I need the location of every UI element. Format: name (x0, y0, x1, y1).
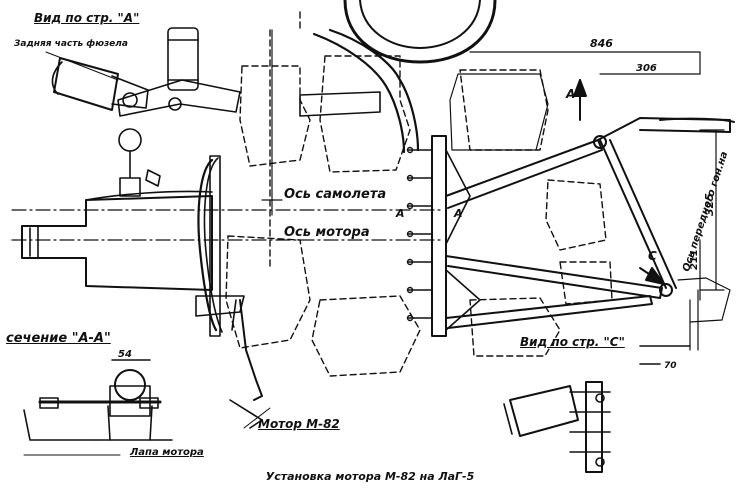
dim-846: 846 (590, 37, 613, 50)
cylinder-outlines (225, 11, 613, 377)
dim-325: 325 (703, 193, 716, 216)
dim-70: 70 (664, 361, 677, 371)
aircraft-axis-label: Ось самолета (284, 187, 387, 202)
center-parts (195, 28, 420, 429)
tail-part-label: Задняя часть фюзела (14, 39, 128, 49)
view-c-label: Вид по стр. "C" (520, 335, 625, 349)
motor-axis-label: Ось мотора (284, 225, 370, 240)
view-arrow-a (573, 79, 587, 121)
view-a-label: Вид по стр. "A" (34, 11, 140, 25)
leader-lines (23, 51, 271, 456)
marker-a1: A (396, 207, 405, 220)
upper-mount (51, 27, 241, 197)
section-aa-label: сечение "A-A" (6, 331, 111, 346)
section-aa-detail (23, 359, 173, 441)
engine-housing (21, 155, 223, 337)
dim-54: 54 (118, 349, 132, 360)
stamp (343, 0, 497, 64)
dimension-lines (261, 29, 725, 301)
arrow-a-label: A (566, 87, 576, 101)
view-c-detail (503, 345, 691, 473)
right-structure (449, 73, 731, 351)
mount-plate (406, 135, 481, 337)
view-arrow-c (639, 267, 665, 285)
dim-211: 211 (689, 249, 700, 270)
drawing-caption: Установка мотора М-82 на ЛаГ-5 (265, 470, 475, 483)
motor-label: Мотор М-82 (258, 417, 340, 431)
mount-truss (445, 117, 735, 329)
arrow-c-label: C (648, 249, 657, 263)
dim-306: 306 (636, 63, 657, 74)
marker-a2: A (454, 207, 463, 220)
motor-paw-label: Лапа мотора (130, 447, 204, 458)
